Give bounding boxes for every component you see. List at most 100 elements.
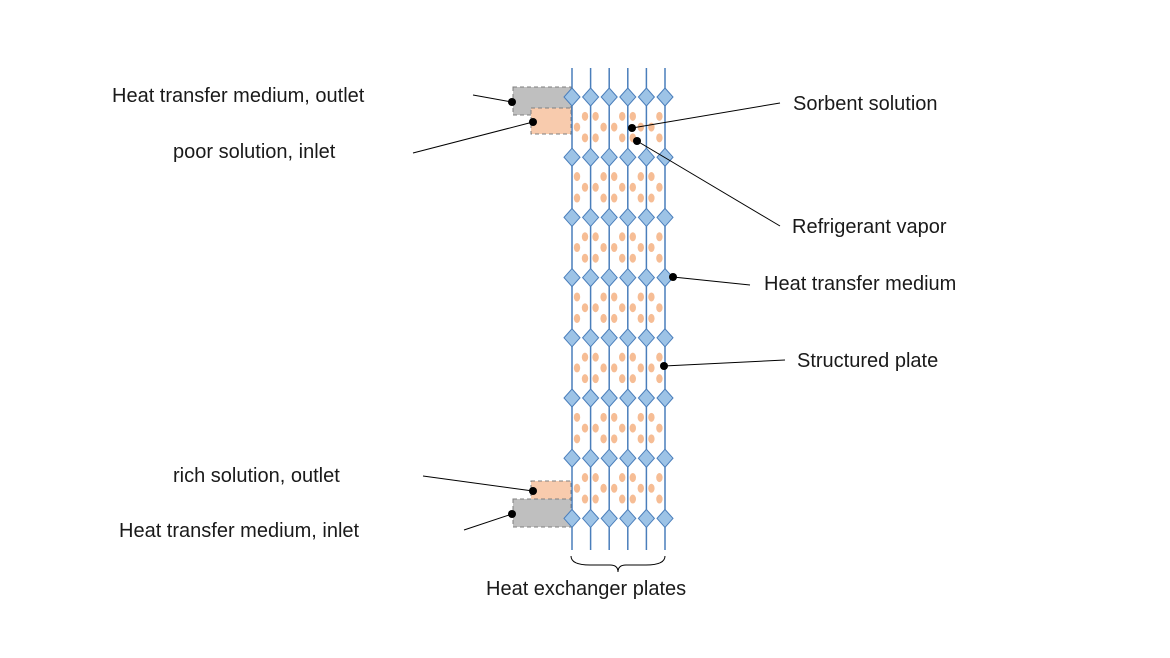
solution-blob	[619, 232, 626, 242]
spacer-diamond	[581, 207, 600, 228]
leader-sorbent-solution	[631, 102, 781, 129]
solution-blob	[581, 374, 589, 384]
leader-heat-medium	[672, 276, 751, 286]
solution-blob	[656, 352, 663, 362]
label-structured-plate: Structured plate	[797, 350, 938, 372]
solution-blob	[573, 193, 581, 203]
spacer-diamond	[656, 207, 674, 228]
solution-blob	[611, 292, 618, 302]
spacer-diamond	[619, 207, 637, 228]
solution-blob	[581, 253, 589, 263]
solution-blob	[656, 253, 663, 263]
solution-blob	[619, 374, 626, 384]
solution-blob	[592, 303, 599, 313]
spacer-diamond	[600, 448, 618, 468]
solution-blob	[629, 253, 636, 263]
solution-blob	[656, 423, 663, 433]
solution-blob	[600, 483, 607, 493]
spacer-diamond	[656, 328, 674, 348]
spacer-diamond	[656, 448, 674, 468]
solution-blob	[573, 313, 581, 323]
solution-blob	[648, 193, 655, 203]
spacer-diamond	[563, 388, 581, 408]
spacer-diamond	[600, 147, 618, 167]
solution-blob	[637, 313, 644, 323]
spacer-diamond	[581, 267, 600, 288]
spacer-diamond	[600, 328, 618, 348]
solution-blob	[648, 242, 655, 253]
solution-blob	[611, 122, 618, 132]
solution-blob	[611, 193, 618, 203]
solution-blob	[656, 232, 663, 242]
solution-blob	[619, 494, 626, 504]
leader-refrigerant-vapor	[636, 140, 781, 227]
solution-blob	[600, 412, 607, 422]
leader-dots	[508, 98, 677, 518]
spacer-diamond	[637, 328, 656, 348]
solution-blob	[592, 374, 599, 384]
solution-blob	[656, 374, 663, 384]
leader-medium-outlet	[472, 94, 513, 103]
label-heat-transfer-medium: Heat transfer medium	[764, 273, 956, 295]
solution-blob	[648, 313, 655, 323]
solution-blob	[637, 172, 644, 182]
spacer-diamond	[563, 508, 581, 529]
solution-blob	[600, 313, 607, 323]
solution-blob	[573, 412, 581, 422]
spacer-diamond	[656, 87, 674, 107]
solution-blob	[637, 412, 644, 422]
spacer-diamond	[600, 207, 618, 228]
spacer-diamond	[563, 207, 581, 228]
solution-blob	[600, 363, 607, 373]
solution-blob	[573, 292, 581, 302]
solution-blob	[656, 133, 663, 143]
spacer-diamond	[637, 207, 656, 228]
label-heat-exchanger-plates: Heat exchanger plates	[486, 578, 686, 600]
spacer-diamond	[637, 87, 656, 107]
solution-blob	[592, 111, 599, 121]
spacer-diamond	[581, 508, 600, 529]
spacer-diamond	[581, 448, 600, 468]
sorbent-solution-film	[573, 111, 663, 504]
dot-poor-solution	[529, 118, 537, 126]
dot-medium-outlet	[508, 98, 516, 106]
solution-blob	[611, 313, 618, 323]
solution-blob	[600, 193, 607, 203]
solution-blob	[600, 292, 607, 302]
leader-lines	[412, 94, 786, 531]
solution-blob	[656, 473, 663, 483]
solution-blob	[637, 434, 644, 444]
solution-blob	[656, 111, 663, 121]
label-heat-medium-inlet: Heat transfer medium, inlet	[119, 520, 360, 542]
structured-plate-spacers	[563, 87, 674, 529]
solution-blob	[600, 242, 607, 253]
spacer-diamond	[600, 388, 618, 408]
dot-structured-plate	[660, 362, 668, 370]
solution-blob	[600, 122, 607, 132]
spacer-diamond	[619, 388, 637, 408]
solution-blob	[592, 352, 599, 362]
spacer-diamond	[619, 508, 637, 529]
solution-blob	[637, 292, 644, 302]
solution-blob	[656, 182, 663, 192]
spacer-diamond	[637, 388, 656, 408]
solution-blob	[581, 232, 589, 242]
solution-blob	[629, 473, 636, 483]
solution-blob	[629, 423, 636, 433]
solution-blob	[637, 242, 644, 253]
solution-blob	[581, 494, 589, 504]
spacer-diamond	[563, 147, 581, 167]
solution-blob	[629, 111, 636, 121]
solution-blob	[648, 434, 655, 444]
solution-blob	[581, 303, 589, 313]
solution-blob	[611, 434, 618, 444]
solution-blob	[611, 412, 618, 422]
solution-blob	[656, 494, 663, 504]
solution-blob	[619, 253, 626, 263]
spacer-diamond	[581, 388, 600, 408]
solution-blob	[600, 172, 607, 182]
spacer-diamond	[600, 267, 618, 288]
solution-blob	[648, 363, 655, 373]
leader-rich-solution	[422, 475, 534, 492]
